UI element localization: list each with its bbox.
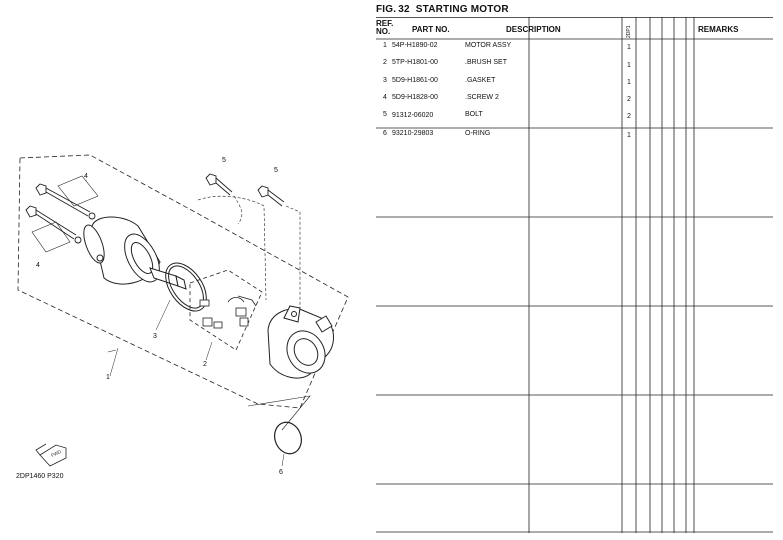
fwd-label: FWD <box>50 449 62 458</box>
model-code-header: 2DP1 <box>626 25 632 38</box>
row-description: .GASKET <box>465 77 496 84</box>
callout-5-left: 5 <box>222 157 226 164</box>
remarks-header: REMARKS <box>698 25 739 34</box>
ref-no-header: REF. NO. <box>376 20 393 36</box>
row-qty: 1 <box>627 132 631 139</box>
row-part-no: 5TP-H1801-00 <box>392 59 438 66</box>
row-description: .SCREW 2 <box>465 94 499 101</box>
exploded-parts-diagram: 4 4 5 5 3 2 1 6 FWD 2DP1460 P320 <box>16 154 349 480</box>
screw-upper <box>35 183 96 220</box>
parts-table: REF. NO. PART NO. DESCRIPTION 2DP1 REMAR… <box>376 17 773 533</box>
o-ring <box>274 421 302 455</box>
callout-1: 1 <box>106 374 110 381</box>
drawing-code: 2DP1460 P320 <box>16 473 64 480</box>
forward-arrow-icon: FWD <box>35 443 67 467</box>
row-description: BOLT <box>465 111 483 118</box>
row-description: .BRUSH SET <box>465 59 508 66</box>
callout-6: 6 <box>279 469 283 476</box>
figure-title: FIG.32 STARTING MOTOR <box>376 4 509 15</box>
row-qty: 1 <box>627 79 631 86</box>
callout-3: 3 <box>153 333 157 340</box>
brush-set-outline <box>189 269 263 351</box>
figure-name: STARTING MOTOR <box>415 4 509 15</box>
callout-4-lower: 4 <box>36 262 40 269</box>
figure-prefix: FIG. <box>376 4 397 15</box>
row-qty: 2 <box>627 113 631 120</box>
ref-header-line1: REF. <box>376 19 394 28</box>
screw-lower <box>25 205 82 244</box>
brush-set <box>199 295 257 329</box>
row-ref: 3 <box>383 77 387 84</box>
row-ref: 1 <box>383 42 387 49</box>
row-ref: 4 <box>383 94 387 101</box>
callout-2: 2 <box>203 361 207 368</box>
row-part-no: 91312-06020 <box>392 112 434 119</box>
row-description: MOTOR ASSY <box>465 42 512 49</box>
row-ref: 5 <box>383 111 387 118</box>
row-qty: 1 <box>627 44 631 51</box>
callout-5-right: 5 <box>274 167 278 174</box>
gear-housing <box>267 305 334 379</box>
description-header: DESCRIPTION <box>506 25 561 34</box>
bolt-right <box>257 185 285 207</box>
ref-header-line2: NO. <box>376 27 391 36</box>
starter-motor <box>83 216 187 290</box>
row-ref: 6 <box>383 130 387 137</box>
row-qty: 2 <box>627 96 631 103</box>
row-qty: 1 <box>627 62 631 69</box>
row-part-no: 93210-29803 <box>392 130 434 137</box>
row-part-no: 5D9-H1861-00 <box>392 77 438 84</box>
bolt-left <box>205 173 233 196</box>
callout-4-upper: 4 <box>84 173 88 180</box>
row-part-no: 54P-H1890-02 <box>392 42 438 49</box>
part-no-header: PART NO. <box>412 25 450 34</box>
table-grid <box>376 17 773 533</box>
row-description: O-RING <box>465 130 491 137</box>
figure-number: 32 <box>398 4 410 15</box>
row-part-no: 5D9-H1828-00 <box>392 94 438 101</box>
gasket <box>165 262 207 312</box>
row-ref: 2 <box>383 59 387 66</box>
